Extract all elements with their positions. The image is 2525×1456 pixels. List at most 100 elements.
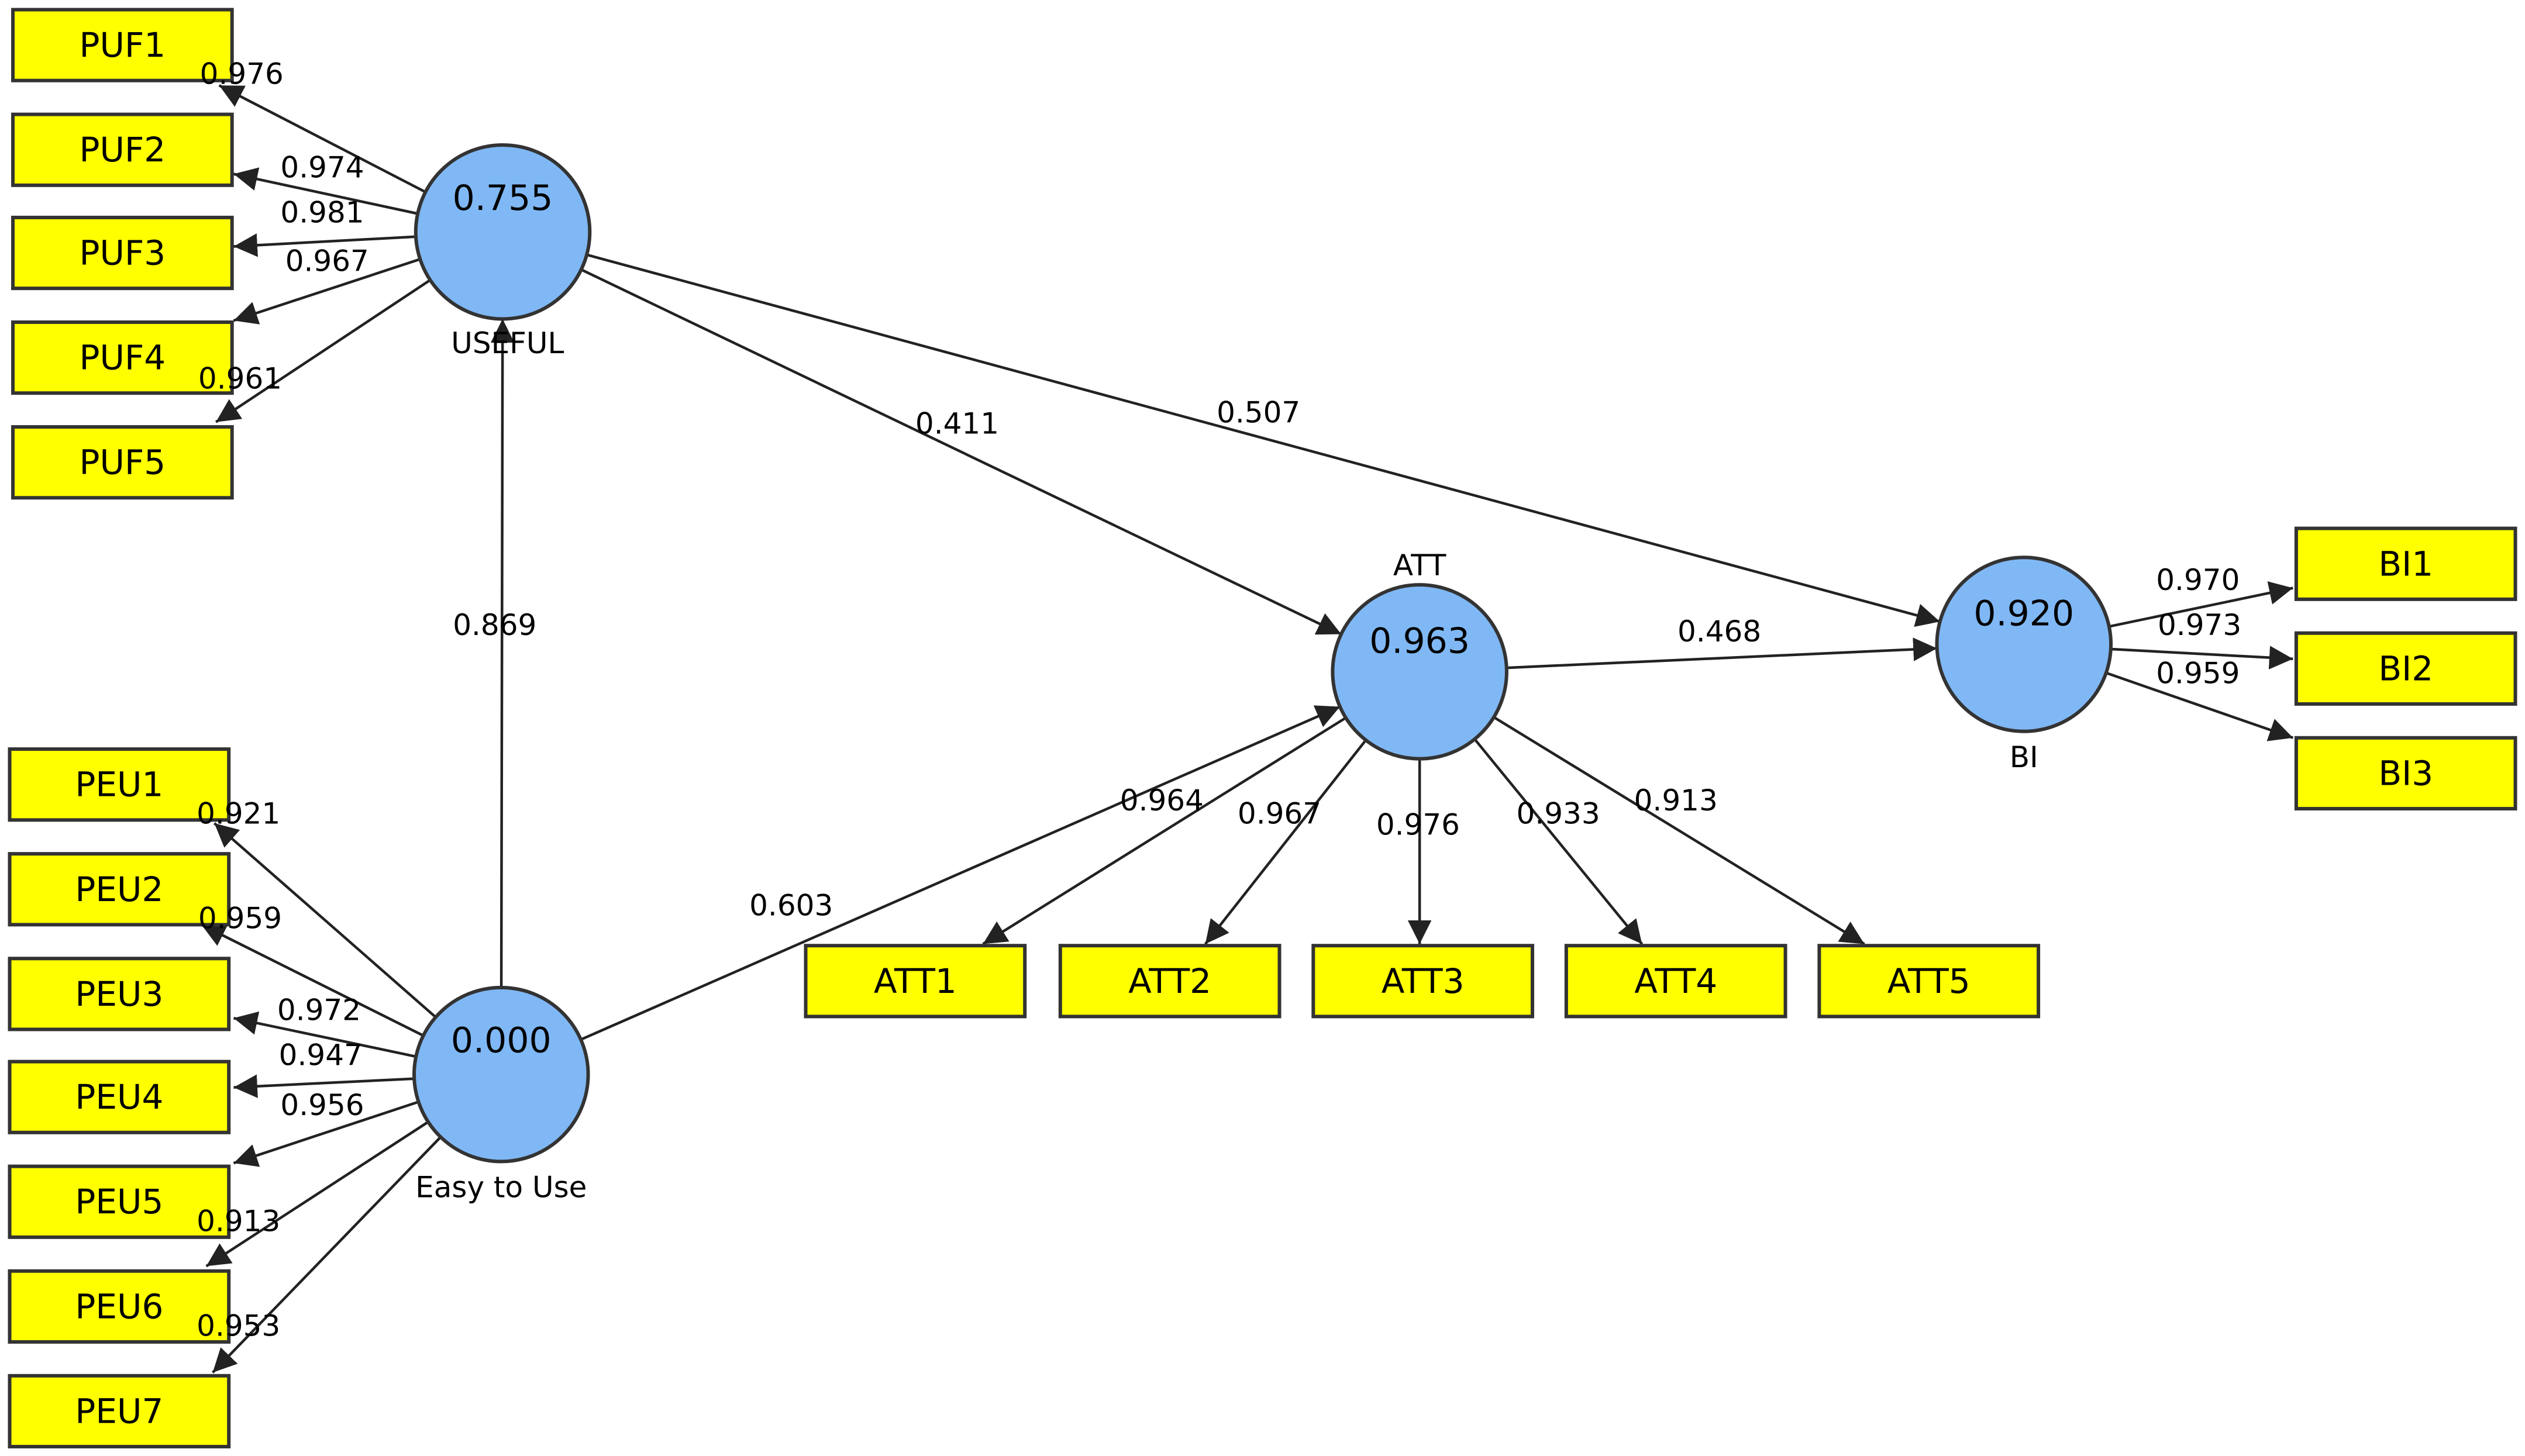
latent-name: ATT: [1393, 548, 1446, 582]
indicator-peu6[interactable]: PEU6: [8, 1269, 231, 1344]
indicator-peu3[interactable]: PEU3: [8, 957, 231, 1031]
r-squared-value: 0.920: [1973, 594, 2074, 634]
path-coefficient-useful-to-att: 0.411: [915, 407, 999, 441]
indicator-label: PUF3: [80, 233, 166, 273]
indicator-label: PEU2: [75, 870, 163, 909]
indicator-box: [804, 944, 1027, 1019]
path-useful-to-puf1: [218, 84, 426, 194]
indicator-label: PEU1: [75, 765, 163, 805]
path-bi-to-bi2: [2110, 646, 2293, 670]
indicator-puf5[interactable]: PUF5: [11, 425, 234, 500]
latent-circle: [1935, 556, 2113, 733]
indicator-att3[interactable]: ATT3: [1311, 944, 1535, 1019]
path-coefficient-useful-to-puf5: 0.961: [198, 361, 282, 395]
indicator-att5[interactable]: ATT5: [1817, 944, 2041, 1019]
indicator-label: PEU7: [75, 1391, 163, 1431]
indicator-label: PEU3: [75, 974, 163, 1014]
indicator-box: [8, 1269, 231, 1344]
path-easy-to-peu3: [233, 1011, 416, 1058]
latent-circle: [412, 985, 590, 1164]
path-att-to-att5: [1493, 716, 1865, 946]
indicator-bi3[interactable]: BI3: [2294, 736, 2517, 811]
indicator-label: BI2: [2378, 648, 2433, 688]
path-coefficient-useful-to-puf2: 0.974: [280, 151, 364, 185]
indicator-box: [11, 320, 234, 395]
indicator-label: BI3: [2378, 753, 2433, 793]
path-easy-to-useful: [490, 319, 515, 988]
path-coefficient-useful-to-bi: 0.507: [1217, 395, 1300, 429]
indicator-box: [8, 1374, 231, 1448]
indicator-box: [8, 852, 231, 927]
indicator-box: [2294, 736, 2517, 811]
path-coefficient-bi-to-bi2: 0.973: [2158, 608, 2241, 642]
latent-name: USEFUL: [451, 326, 564, 360]
indicator-box: [1817, 944, 2041, 1019]
path-coefficient-easy-to-att: 0.603: [749, 888, 833, 922]
r-squared-value: 0.000: [451, 1020, 552, 1061]
latent-circle: [1331, 583, 1508, 761]
path-easy-to-peu5: [233, 1100, 419, 1167]
path-easy-to-peu7: [212, 1136, 442, 1374]
path-easy-to-peu6: [205, 1120, 429, 1268]
indicator-att1[interactable]: ATT1: [804, 944, 1027, 1019]
indicator-box: [1058, 944, 1282, 1019]
path-easy-to-peu4: [233, 1074, 415, 1098]
indicator-label: PUF1: [80, 25, 166, 65]
indicator-box: [2294, 526, 2517, 601]
indicator-peu2[interactable]: PEU2: [8, 852, 231, 927]
indicator-peu4[interactable]: PEU4: [8, 1060, 231, 1134]
path-coefficient-useful-to-puf4: 0.967: [285, 244, 369, 278]
path-coefficient-useful-to-puf1: 0.976: [200, 57, 284, 91]
path-coefficient-att-to-bi: 0.468: [1677, 615, 1761, 648]
indicator-puf3[interactable]: PUF3: [11, 215, 234, 291]
path-easy-to-att: [580, 705, 1341, 1041]
path-coefficient-easy-to-peu4: 0.947: [279, 1038, 363, 1072]
path-useful-to-puf4: [233, 258, 421, 325]
path-att-to-att4: [1473, 738, 1644, 945]
indicator-peu7[interactable]: PEU7: [8, 1374, 231, 1448]
path-coefficient-bi-to-bi1: 0.970: [2156, 563, 2240, 597]
path-easy-to-peu2: [201, 923, 424, 1037]
path-useful-to-puf3: [233, 233, 416, 257]
path-coefficient-easy-to-peu7: 0.953: [197, 1309, 280, 1343]
paths-layer: [201, 84, 2294, 1374]
path-labels-layer: 0.9760.9740.9810.9670.9610.9210.9590.972…: [197, 57, 2241, 1343]
r-squared-value: 0.755: [453, 178, 553, 219]
path-coefficient-att-to-att3: 0.976: [1376, 808, 1460, 842]
path-coefficient-att-to-att4: 0.933: [1517, 796, 1600, 830]
indicator-bi1[interactable]: BI1: [2294, 526, 2517, 601]
indicator-box: [11, 215, 234, 291]
indicator-box: [1311, 944, 1535, 1019]
indicator-puf2[interactable]: PUF2: [11, 112, 234, 187]
path-att-to-att2: [1204, 739, 1367, 945]
indicator-peu5[interactable]: PEU5: [8, 1164, 231, 1239]
path-bi-to-bi3: [2106, 671, 2294, 741]
latent-att[interactable]: 0.963 ATT: [1331, 548, 1508, 761]
indicator-puf4[interactable]: PUF4: [11, 320, 234, 395]
indicator-bi2[interactable]: BI2: [2294, 631, 2517, 706]
indicator-label: PUF5: [80, 443, 166, 482]
indicator-peu1[interactable]: PEU1: [8, 747, 231, 822]
path-coefficient-easy-to-peu2: 0.959: [198, 901, 282, 935]
indicator-box: [11, 112, 234, 187]
indicator-label: PEU6: [75, 1286, 163, 1326]
indicator-att2[interactable]: ATT2: [1058, 944, 1282, 1019]
latent-name: BI: [2010, 740, 2038, 774]
indicator-label: ATT4: [1634, 961, 1717, 1001]
indicator-box: [1564, 944, 1787, 1019]
nodes-layer: PUF1PUF2PUF3PUF4PUF5PEU1PEU2PEU3PEU4PEU5…: [8, 8, 2517, 1448]
indicator-box: [11, 8, 234, 82]
indicator-puf1[interactable]: PUF1: [11, 8, 234, 82]
path-useful-to-puf2: [233, 167, 418, 215]
indicator-att4[interactable]: ATT4: [1564, 944, 1787, 1019]
r-squared-value: 0.963: [1369, 620, 1470, 661]
indicator-box: [8, 1060, 231, 1134]
indicator-label: ATT1: [874, 961, 957, 1001]
path-useful-to-puf5: [215, 279, 431, 423]
path-coefficient-easy-to-peu3: 0.972: [277, 993, 361, 1027]
latent-circle: [414, 143, 592, 321]
